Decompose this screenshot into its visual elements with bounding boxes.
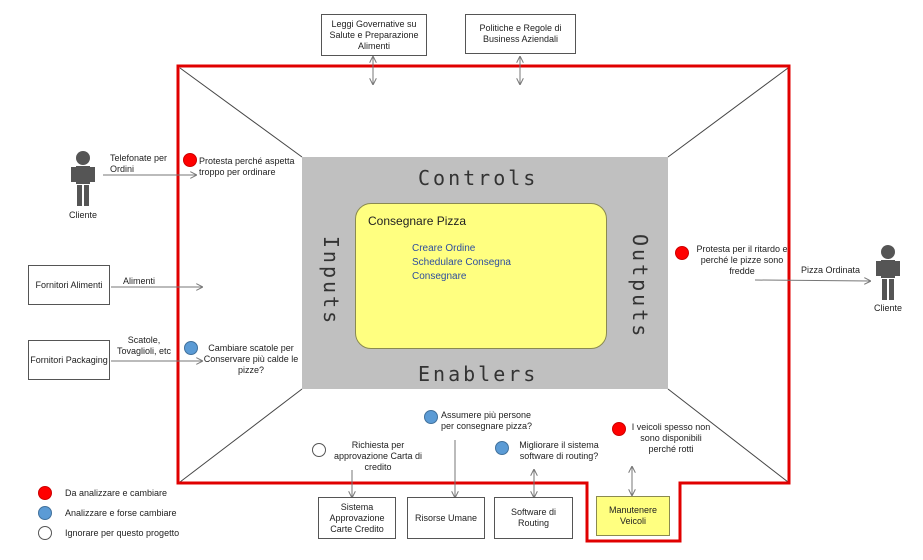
flow-phone-orders: Telefonate per Ordini <box>110 153 168 174</box>
enabler-box-hr: Risorse Umane <box>407 497 485 539</box>
status-dot-blue <box>495 441 509 455</box>
status-dot-white <box>312 443 326 457</box>
legend-label: Analizzare e forse cambiare <box>65 508 177 518</box>
issue-text: I veicoli spesso non sono disponibili pe… <box>631 422 711 454</box>
customer-left <box>68 150 98 213</box>
legend-label: Da analizzare e cambiare <box>65 488 168 498</box>
enablers-label: Enablers <box>418 362 539 386</box>
status-dot-red <box>183 153 197 167</box>
control-box-business-rules: Politiche e Regole di Business Aziendali <box>465 14 576 54</box>
customer-left-label: Cliente <box>68 210 97 220</box>
status-dot-red <box>675 246 689 260</box>
person-icon <box>876 245 900 300</box>
issue-text: Cambiare scatole per Conservare più cald… <box>203 343 299 375</box>
flow-pizza-ordered: Pizza Ordinata <box>801 265 861 275</box>
inputs-label: Inputs <box>319 235 343 327</box>
issue-text: Protesta perché aspetta troppo per ordin… <box>199 156 295 177</box>
scope-boundary <box>176 64 791 543</box>
enabler-box-routing: Software di Routing <box>494 497 573 539</box>
legend-label: Ignorare per questo progetto <box>65 528 180 538</box>
issue-text: Migliorare il sistema software di routin… <box>519 440 599 461</box>
legend-dot-blue <box>38 506 52 520</box>
status-dot-blue <box>184 341 198 355</box>
input-box-packaging-suppliers: Fornitori Packaging <box>28 340 110 380</box>
customer-right <box>873 244 903 307</box>
flow-food: Alimenti <box>123 276 156 286</box>
status-dot-blue <box>424 410 438 424</box>
issue-text: Richiesta per approvazione Carta di cred… <box>333 440 423 472</box>
process-step: Schedulare Consegna <box>412 257 511 268</box>
process-step: Consegnare <box>412 271 467 282</box>
process-title: Consegnare Pizza <box>368 214 467 228</box>
status-dot-red <box>612 422 626 436</box>
legend-dot-red <box>38 486 52 500</box>
input-box-food-suppliers: Fornitori Alimenti <box>28 265 110 305</box>
enabler-box-credit-card: Sistema Approvazione Carte Credito <box>318 497 396 539</box>
issue-text: Protesta per il ritardo e perché le pizz… <box>696 244 788 276</box>
legend-dot-white <box>38 526 52 540</box>
enabler-box-vehicle-maintenance: Manutenere Veicoli <box>596 496 670 536</box>
diagonal-lines <box>179 67 789 483</box>
customer-right-label: Cliente <box>873 303 902 313</box>
process-step: Creare Ordine <box>412 243 476 254</box>
process-steps: Creare Ordine Schedulare Consegna Conseg… <box>412 242 511 284</box>
control-box-regulations: Leggi Governative su Salute e Preparazio… <box>321 14 427 56</box>
flow-packaging: Scatole, Tovaglioli, etc <box>116 335 172 356</box>
outputs-label: Outputs <box>628 234 652 340</box>
process-box: Consegnare Pizza Creare Ordine Schedular… <box>355 203 607 349</box>
controls-label: Controls <box>418 166 539 190</box>
issue-text: Assumere più persone per consegnare pizz… <box>441 410 533 431</box>
person-icon <box>71 151 95 206</box>
